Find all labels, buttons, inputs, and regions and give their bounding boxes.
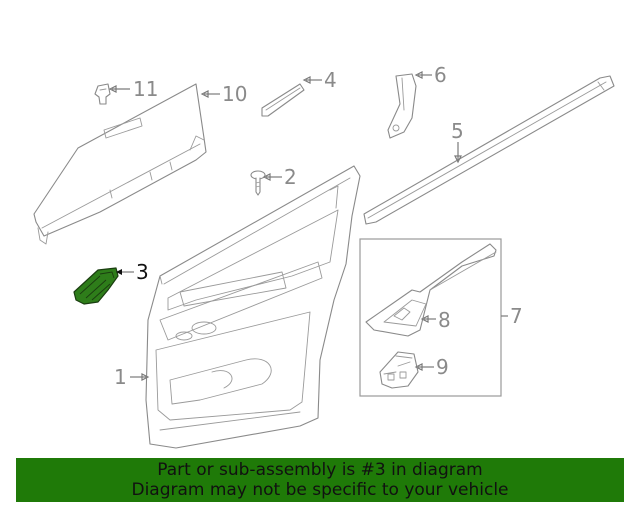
callout-9: 9 xyxy=(436,355,449,379)
callout-3: 3 xyxy=(136,260,149,284)
banner-line-part: Part or sub-assembly is #3 in diagram xyxy=(157,460,483,480)
part-3-switch-bezel[interactable] xyxy=(73,267,119,305)
callout-6: 6 xyxy=(434,63,447,87)
part-10-trim-panel[interactable] xyxy=(33,83,207,245)
part-7-assembly-box xyxy=(359,238,502,397)
callout-labels: 11 10 4 6 5 2 3 1 8 9 7 xyxy=(114,63,523,389)
callout-2: 2 xyxy=(284,165,297,189)
part-8-switch-panel[interactable] xyxy=(365,243,497,337)
callout-11: 11 xyxy=(133,77,158,101)
callout-7: 7 xyxy=(510,304,523,328)
callout-10: 10 xyxy=(222,82,247,106)
part-5-weatherstrip[interactable] xyxy=(363,75,615,225)
callout-5: 5 xyxy=(451,119,464,143)
part-2-screw[interactable] xyxy=(250,170,266,196)
callout-4: 4 xyxy=(324,68,337,92)
banner-line-disclaimer: Diagram may not be specific to your vehi… xyxy=(131,480,509,500)
callout-8: 8 xyxy=(438,308,451,332)
part-4-trim-strip[interactable] xyxy=(261,83,305,117)
part-11-clip[interactable] xyxy=(94,83,111,105)
callout-1: 1 xyxy=(114,365,127,389)
leader-lines xyxy=(108,71,508,381)
part-9-window-switch[interactable] xyxy=(379,351,419,389)
part-info-banner: Part or sub-assembly is #3 in diagram Di… xyxy=(16,458,624,502)
part-6-corner-trim[interactable] xyxy=(387,73,417,139)
part-1-door-trim-panel[interactable] xyxy=(145,165,361,449)
